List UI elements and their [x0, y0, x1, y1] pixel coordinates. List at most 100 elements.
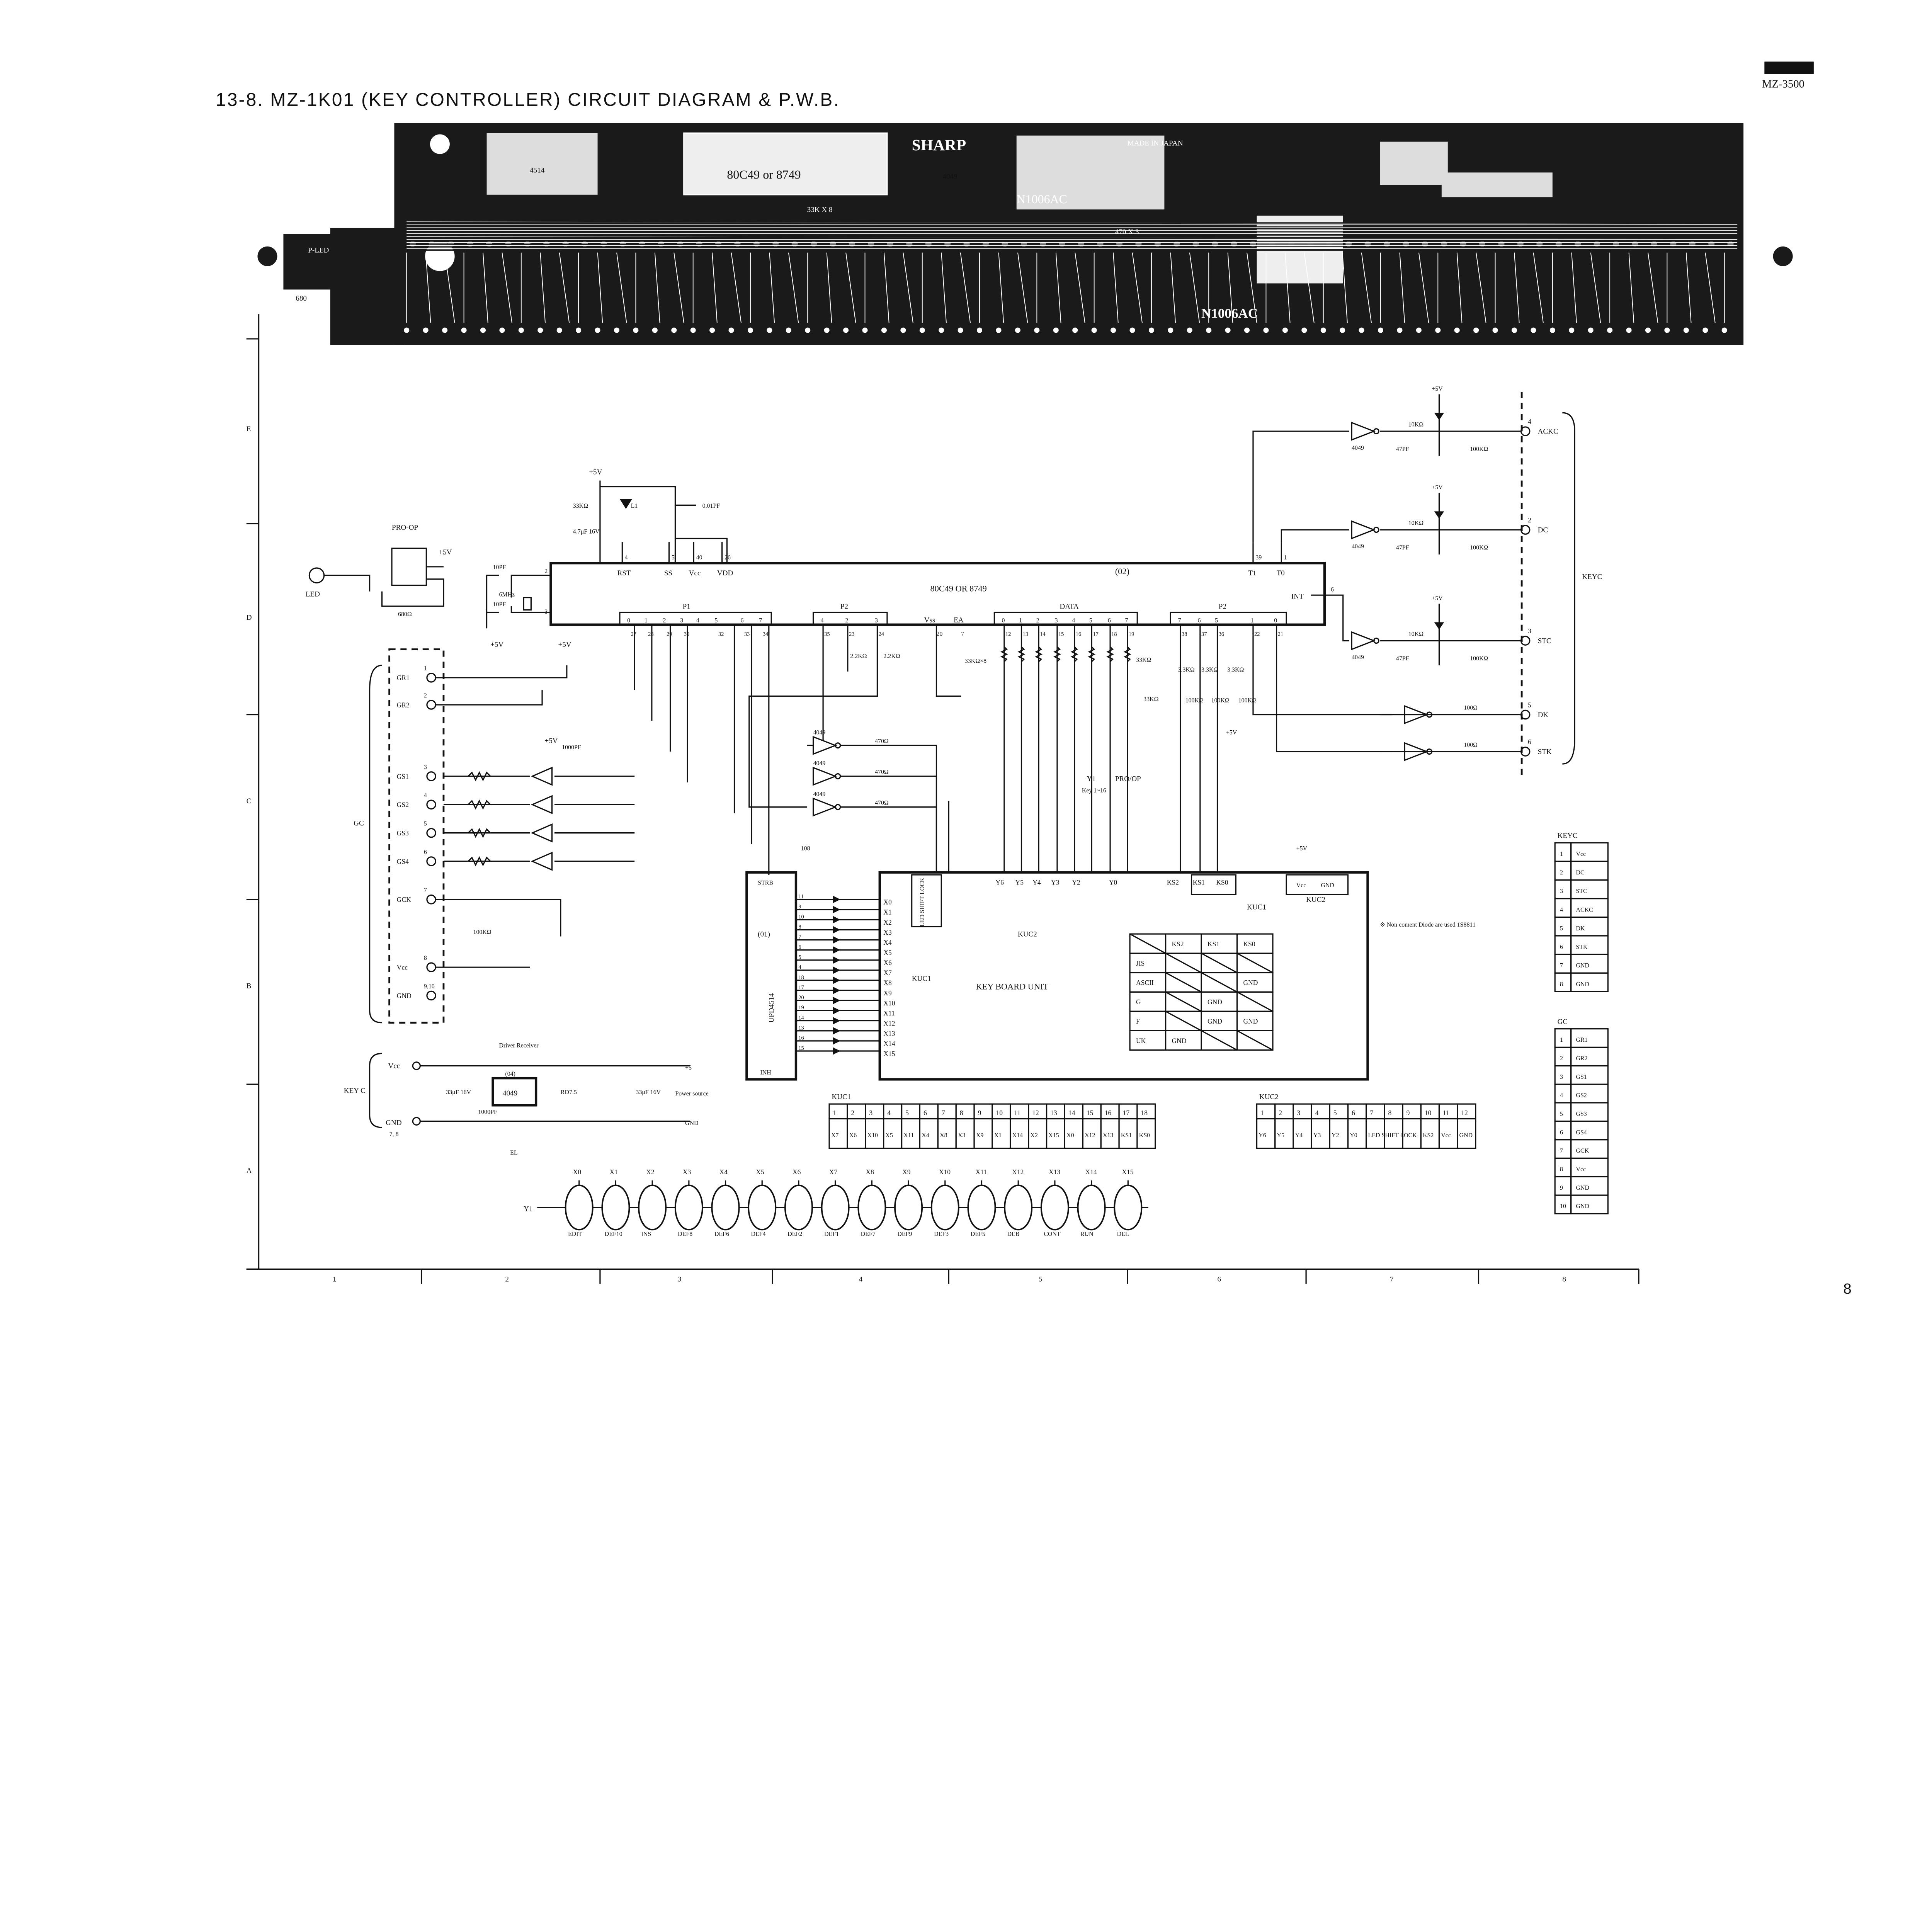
- diode-icon: [833, 926, 840, 934]
- power-label: +5V: [490, 641, 503, 649]
- connector-pin-icon: [1520, 426, 1531, 436]
- key-switch-icon: [601, 1184, 630, 1231]
- pad-icon: [690, 327, 696, 333]
- ks-table-text: GND: [1243, 979, 1258, 986]
- kuc2_table-pin: 7: [1370, 1109, 1373, 1117]
- cap-label-2: 10PF: [493, 601, 506, 608]
- key-range-label: Key 1~16: [1082, 787, 1106, 794]
- pullup-label: 33KΩ: [1136, 656, 1151, 663]
- kuc1_table-pin: 17: [1123, 1109, 1130, 1117]
- column-label: 2: [505, 1275, 509, 1283]
- pullup-label: 3.3KΩ: [1227, 667, 1244, 673]
- kuc1_table-signal: X3: [958, 1132, 966, 1139]
- kuc1_table-signal: X10: [867, 1132, 878, 1139]
- kuc2_table-pin: 5: [1333, 1109, 1337, 1117]
- mcu-pin-number: 17: [1093, 631, 1098, 637]
- column-label: 8: [1562, 1275, 1566, 1283]
- gc-r100k: 100KΩ: [473, 929, 491, 935]
- mcu-port-bit: 1: [1019, 617, 1022, 624]
- connector-pin-icon: [426, 990, 436, 1001]
- trace: [1418, 252, 1429, 323]
- pad-icon: [1531, 327, 1536, 333]
- trace: [483, 252, 488, 323]
- gc-label: GC: [354, 819, 364, 827]
- ks-table-text: ASCII: [1136, 979, 1154, 986]
- decoder-strb: STRB: [758, 880, 773, 886]
- pad-icon: [977, 327, 983, 333]
- mcu-pin-number: 39: [1255, 554, 1262, 561]
- kuc2_table-cell: [1293, 1103, 1312, 1119]
- mcu-pin-number: 34: [763, 631, 768, 637]
- kbd-x-input: X3: [883, 929, 892, 936]
- pad-icon: [767, 327, 772, 333]
- connector-pin-icon: [426, 895, 436, 905]
- decoder-pin: 18: [798, 975, 804, 981]
- key-column-label: X2: [646, 1168, 654, 1176]
- pullup-label: 2.2KΩ: [850, 653, 867, 660]
- gc_table-pin: 10: [1560, 1203, 1566, 1210]
- pwb-photo: SHARP 80C49 or 8749 N1006AC N1006AC MADE…: [257, 123, 1793, 345]
- row-label: D: [247, 614, 252, 622]
- gc_table-pin: 6: [1560, 1129, 1563, 1136]
- key-column-label: X13: [1049, 1168, 1060, 1176]
- diode-icon: [1434, 622, 1444, 630]
- pad-icon: [805, 327, 811, 333]
- decoder-pin: 17: [798, 985, 804, 991]
- kbd-y-input: Y0: [1109, 879, 1117, 886]
- pwb-label-4049: 4049: [942, 172, 957, 180]
- trace: [1227, 252, 1233, 323]
- cap-label-1: 10PF: [493, 564, 506, 571]
- power-label: +5V: [589, 468, 602, 476]
- pad-icon: [1607, 327, 1613, 333]
- pullup-label: 3.3KΩ: [1178, 667, 1194, 673]
- keyc_table-pin: 1: [1560, 851, 1563, 857]
- kuc2_table-signal: Y5: [1277, 1132, 1285, 1139]
- connector-pin-icon: [1520, 525, 1531, 535]
- kuc1_table-pin: 18: [1141, 1109, 1148, 1117]
- connector-pin-icon: [1520, 747, 1531, 757]
- mcu-port-box: [812, 612, 888, 626]
- key-name: CONT: [1044, 1231, 1061, 1237]
- keyc_table-signal: Vcc: [1576, 851, 1586, 857]
- row-label: A: [247, 1167, 252, 1175]
- ks-table-diagonal: [1201, 1030, 1238, 1051]
- pad-icon: [1549, 327, 1555, 333]
- resistor-icon: [1017, 646, 1026, 662]
- kbd-x-input: X7: [883, 969, 892, 977]
- mcu-port-box: [993, 612, 1138, 626]
- decoder-pin: 16: [798, 1035, 804, 1041]
- kuc2_table-signal: LED SHIFT LOCK: [1368, 1132, 1417, 1139]
- kuc1_table-signal: X12: [1085, 1132, 1095, 1139]
- trace: [1304, 252, 1315, 323]
- mcu-pin-label: VDD: [717, 569, 733, 577]
- ks-table-text: KS2: [1172, 940, 1184, 948]
- resistor-icon: [468, 799, 491, 810]
- resistor-label: 100KΩ: [1470, 544, 1488, 551]
- kuc2_table-cell: [1256, 1103, 1276, 1119]
- mcu-pin-number: 37: [1201, 631, 1207, 637]
- decoder-pin: 9: [798, 904, 801, 910]
- kuc2_table-cell: [1457, 1118, 1476, 1149]
- inverter-icon: [531, 823, 553, 843]
- pad-icon: [957, 327, 963, 333]
- trace: [1170, 252, 1176, 323]
- key-name: DEF8: [678, 1231, 692, 1237]
- gc_table-signal: Vcc: [1576, 1166, 1586, 1173]
- kuc2_table-signal: Y4: [1295, 1132, 1303, 1139]
- mcu-port-bit: 5: [1215, 617, 1218, 624]
- pad-icon: [996, 327, 1002, 333]
- pad-icon: [1301, 327, 1307, 333]
- trace: [540, 252, 546, 323]
- kbd-vcc: Vcc: [1296, 882, 1306, 889]
- key-column-label: X9: [902, 1168, 911, 1176]
- kbd-y-input: Y3: [1051, 879, 1060, 886]
- trace: [1055, 252, 1061, 323]
- mcu-port-box: [1170, 612, 1287, 626]
- pad-icon: [556, 327, 562, 333]
- model-bar: [1764, 61, 1814, 74]
- inverter-icon: [812, 736, 837, 755]
- pad-icon: [633, 327, 639, 333]
- capacitor-label: 47PF: [1396, 446, 1409, 452]
- kbd-x-input: X5: [883, 949, 892, 956]
- power-label: +5V: [1432, 386, 1443, 392]
